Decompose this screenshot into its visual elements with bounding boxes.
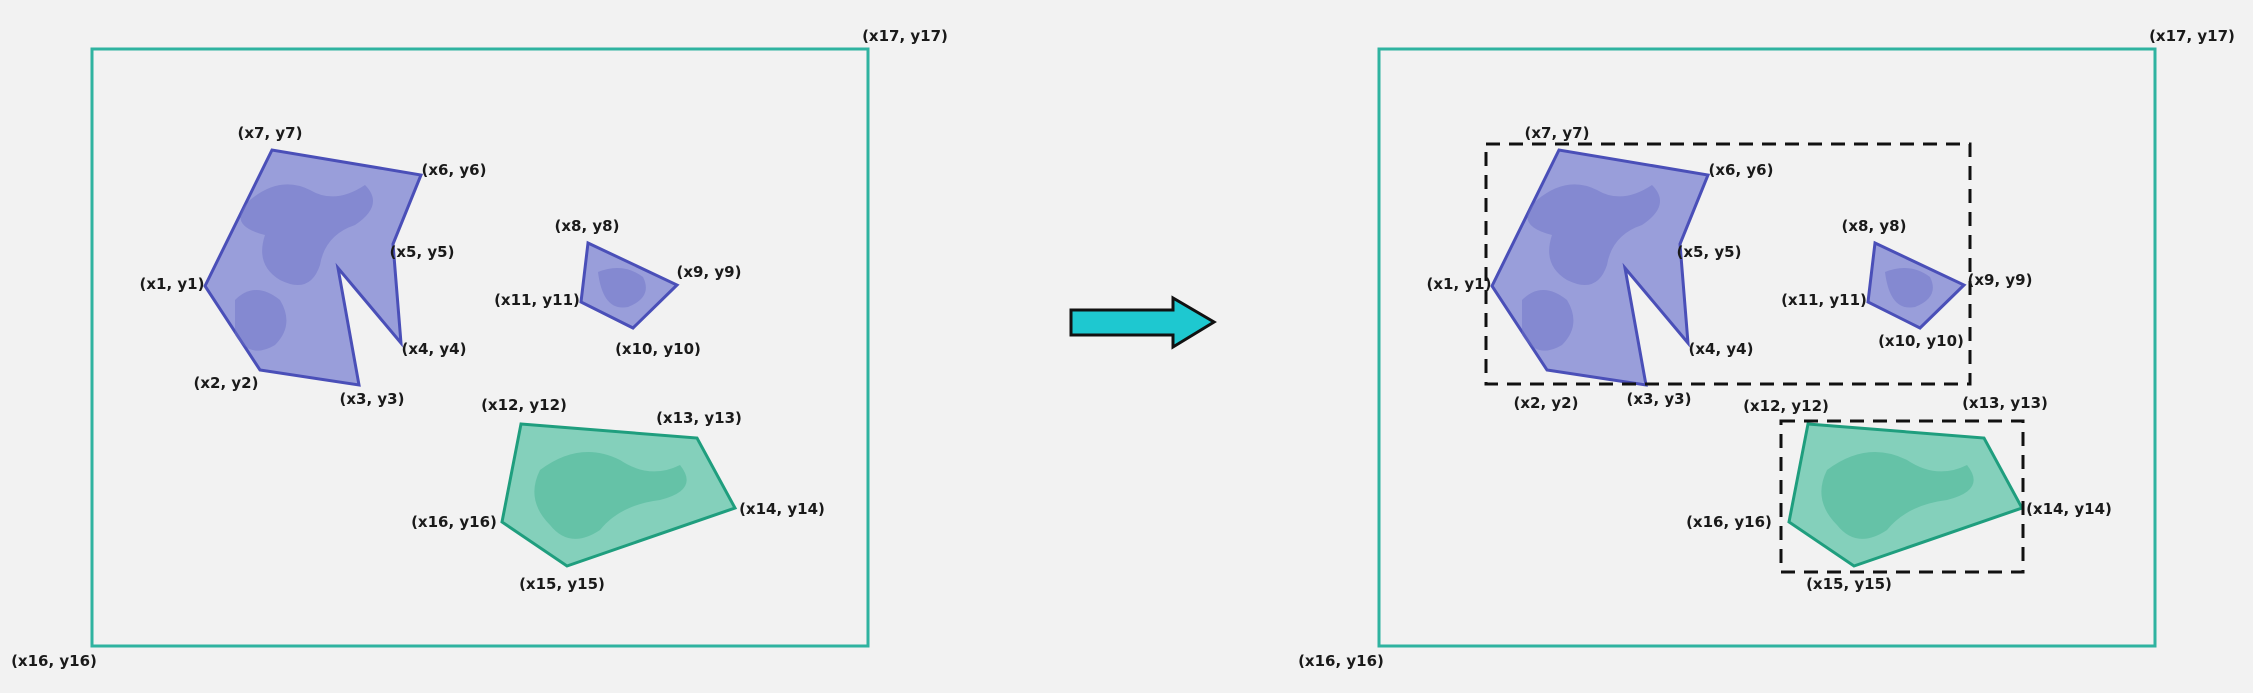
- right-big-polygon-texture-2: [1522, 290, 1574, 351]
- right-big-polygon: [1490, 148, 1711, 387]
- right-label-p6: (x6, y6): [1709, 161, 1774, 179]
- right-label-p1: (x1, y1): [1427, 275, 1492, 293]
- left-big-polygon-texture-2: [235, 290, 287, 351]
- left-green-polygon-shape: [500, 422, 738, 568]
- right-label-p9: (x9, y9): [1968, 271, 2033, 289]
- right-label-p10: (x10, y10): [1878, 332, 1964, 350]
- right-green-polygon-texture: [1821, 452, 1974, 539]
- right-frame: [1377, 47, 2157, 648]
- right-label-p16: (x16, y16): [1686, 513, 1772, 531]
- left-label-p7: (x7, y7): [238, 124, 303, 142]
- left-big-polygon-shape: [203, 148, 424, 387]
- left-green-polygon: [500, 422, 738, 568]
- right-label-p11: (x11, y11): [1781, 291, 1867, 309]
- right-label-p3: (x3, y3): [1627, 390, 1692, 408]
- left-label-p13: (x13, y13): [656, 409, 742, 427]
- right-label-p2: (x2, y2): [1514, 394, 1579, 412]
- right-big-polygon-texture: [1527, 184, 1660, 285]
- right-frame-label-bottom-left: (x16, y16): [1298, 652, 1384, 670]
- left-frame: [90, 47, 870, 648]
- left-frame-label-top-right: (x17, y17): [862, 27, 948, 45]
- right-label-p13: (x13, y13): [1962, 394, 2048, 412]
- right-big-polygon-shape: [1490, 148, 1711, 387]
- bbox-blue-group: [1484, 142, 1972, 386]
- right-label-p14: (x14, y14): [2026, 500, 2112, 518]
- left-label-p14: (x14, y14): [739, 500, 825, 518]
- left-label-p12: (x12, y12): [481, 396, 567, 414]
- right-label-p8: (x8, y8): [1842, 217, 1907, 235]
- right-green-polygon-shape: [1787, 422, 2025, 568]
- left-label-p1: (x1, y1): [140, 275, 205, 293]
- left-label-p11: (x11, y11): [494, 291, 580, 309]
- left-label-p2: (x2, y2): [194, 374, 259, 392]
- right-label-p5: (x5, y5): [1677, 243, 1742, 261]
- left-label-p5: (x5, y5): [390, 243, 455, 261]
- right-label-p4: (x4, y4): [1689, 340, 1754, 358]
- right-label-p15: (x15, y15): [1806, 575, 1892, 593]
- left-label-p6: (x6, y6): [422, 161, 487, 179]
- left-label-p16: (x16, y16): [411, 513, 497, 531]
- left-frame-label-bottom-left: (x16, y16): [11, 652, 97, 670]
- right-green-polygon: [1787, 422, 2025, 568]
- transform-arrow-icon: [1069, 295, 1217, 350]
- left-label-p4: (x4, y4): [402, 340, 467, 358]
- left-label-p10: (x10, y10): [615, 340, 701, 358]
- left-label-p8: (x8, y8): [555, 217, 620, 235]
- left-label-p9: (x9, y9): [677, 263, 742, 281]
- bbox-green-polygon: [1779, 419, 2025, 574]
- left-label-p15: (x15, y15): [519, 575, 605, 593]
- right-label-p7: (x7, y7): [1525, 124, 1590, 142]
- right-small-polygon: [1866, 240, 1967, 330]
- left-small-polygon-shape: [579, 240, 680, 330]
- left-green-polygon-texture: [534, 452, 687, 539]
- left-label-p3: (x3, y3): [340, 390, 405, 408]
- left-panel: (x1, y1) (x2, y2) (x3, y3) (x4, y4) (x5,…: [11, 27, 948, 670]
- left-big-polygon-texture: [240, 184, 373, 285]
- right-small-polygon-shape: [1866, 240, 1967, 330]
- right-panel: (x1, y1) (x2, y2) (x3, y3) (x4, y4) (x5,…: [1298, 27, 2235, 670]
- left-big-polygon: [203, 148, 424, 387]
- right-small-polygon-texture: [1885, 268, 1933, 308]
- right-label-p12: (x12, y12): [1743, 397, 1829, 415]
- left-small-polygon-texture: [598, 268, 646, 308]
- right-frame-label-top-right: (x17, y17): [2149, 27, 2235, 45]
- left-small-polygon: [579, 240, 680, 330]
